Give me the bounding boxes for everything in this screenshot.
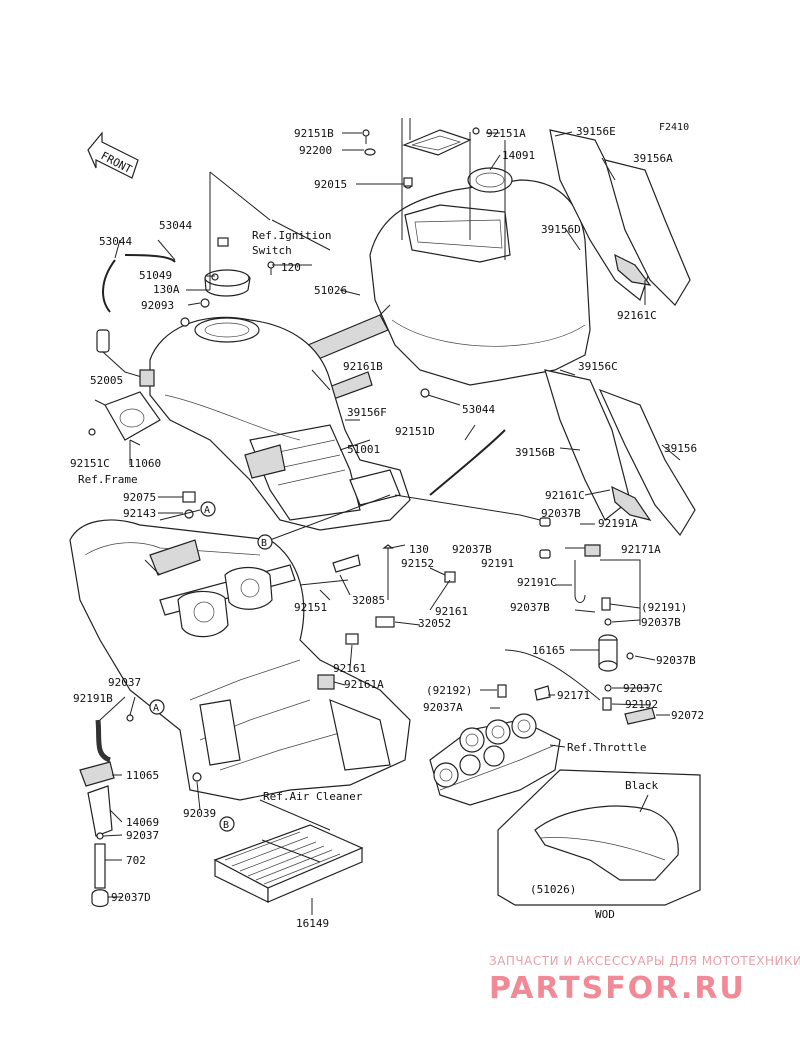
- label-92039: 92039: [183, 807, 216, 820]
- label-39156a: 39156A: [633, 152, 673, 165]
- label-51026-paren: (51026): [530, 883, 576, 896]
- label-92192-paren: (92192): [426, 684, 472, 697]
- label-92151c: 92151C: [70, 457, 110, 470]
- label-130: 130: [409, 543, 429, 556]
- label-ref-frame: Ref.Frame: [78, 473, 138, 486]
- label-53044-c: 53044: [462, 403, 495, 416]
- callout-b-1: B: [261, 538, 267, 549]
- label-92191-paren: (92191): [641, 601, 687, 614]
- label-39156d: 39156D: [541, 223, 581, 236]
- label-92191b: 92191B: [73, 692, 113, 705]
- label-92161-b: 92161: [333, 662, 366, 675]
- label-92191c: 92191C: [517, 576, 557, 589]
- label-wod: WOD: [595, 908, 615, 921]
- wod-inset: [497, 769, 701, 906]
- front-arrow-icon: FRONT: [87, 131, 139, 179]
- label-51026: 51026: [314, 284, 347, 297]
- watermark-brand: PARTSFOR.RU: [489, 971, 746, 1006]
- label-92037-b: 92037: [126, 829, 159, 842]
- label-39156: 39156: [664, 442, 697, 455]
- watermark: ЗАПЧАСТИ И АКСЕССУАРЫ ДЛЯ МОТОТЕХНИКИ PA…: [489, 954, 800, 1006]
- label-11060: 11060: [128, 457, 161, 470]
- label-ref-ignition: Ref.Ignition: [252, 229, 331, 242]
- label-92192: 92192: [625, 698, 658, 711]
- label-92151a: 92151A: [486, 127, 526, 140]
- vent-hose-parts: [79, 714, 134, 908]
- label-92151: 92151: [294, 601, 327, 614]
- label-92037b-3: 92037B: [510, 601, 550, 614]
- label-32085: 32085: [352, 594, 385, 607]
- label-53044-b: 53044: [99, 235, 132, 248]
- watermark-tagline: ЗАПЧАСТИ И АКСЕССУАРЫ ДЛЯ МОТОТЕХНИКИ: [489, 954, 800, 968]
- label-39156b: 39156B: [515, 446, 555, 459]
- label-92200: 92200: [299, 144, 332, 157]
- throttle-bodies: [429, 713, 561, 806]
- label-92037a: 92037A: [423, 701, 463, 714]
- label-92037b-5: 92037B: [656, 654, 696, 667]
- label-ref-throttle: Ref.Throttle: [567, 741, 646, 754]
- label-51001: 51001: [347, 443, 380, 456]
- label-39156f: 39156F: [347, 406, 387, 419]
- label-92171a: 92171A: [621, 543, 661, 556]
- label-92072: 92072: [671, 709, 704, 722]
- label-39156e: 39156E: [576, 125, 616, 138]
- callout-b-2: B: [223, 820, 229, 831]
- callout-a-1: A: [204, 505, 210, 516]
- label-ref-air-cleaner: Ref.Air Cleaner: [263, 790, 363, 803]
- label-92191: 92191: [481, 557, 514, 570]
- hose-53044: [102, 254, 506, 496]
- label-92161c-2: 92161C: [545, 489, 585, 502]
- label-92143: 92143: [123, 507, 156, 520]
- label-92093: 92093: [141, 299, 174, 312]
- label-92037c: 92037C: [623, 682, 663, 695]
- part-labels: F2410 92151B 92200 92151A 14091 92015 39…: [70, 122, 704, 930]
- label-16165: 16165: [532, 644, 565, 657]
- label-53044-a: 53044: [159, 219, 192, 232]
- tank-cover: [369, 118, 591, 386]
- label-92161c: 92161C: [617, 309, 657, 322]
- figure-code: F2410: [659, 122, 689, 133]
- label-92037d: 92037D: [111, 891, 151, 904]
- label-92015: 92015: [314, 178, 347, 191]
- label-ref-ignition-switch: Switch: [252, 244, 292, 257]
- fuel-tank: [149, 269, 411, 531]
- label-92161b: 92161B: [343, 360, 383, 373]
- label-11065: 11065: [126, 769, 159, 782]
- fuel-pump: [88, 329, 161, 465]
- air-cleaner: [213, 824, 364, 903]
- callout-markers: A B A B: [149, 501, 273, 832]
- label-92152: 92152: [401, 557, 434, 570]
- label-51049: 51049: [139, 269, 172, 282]
- label-92161: 92161: [435, 605, 468, 618]
- label-120: 120: [281, 261, 301, 274]
- label-52005: 52005: [90, 374, 123, 387]
- label-92161a: 92161A: [344, 678, 384, 691]
- label-39156c: 39156C: [578, 360, 618, 373]
- frame: [69, 519, 411, 801]
- label-black: Black: [625, 779, 658, 792]
- label-702: 702: [126, 854, 146, 867]
- label-92151b: 92151B: [294, 127, 334, 140]
- label-92037b-2: 92037B: [452, 543, 492, 556]
- label-32052: 32052: [418, 617, 451, 630]
- fasteners: [180, 127, 480, 782]
- label-92037: 92037: [108, 676, 141, 689]
- label-92037b-4: 92037B: [641, 616, 681, 629]
- label-92171: 92171: [557, 689, 590, 702]
- label-16149: 16149: [296, 917, 329, 930]
- label-14091: 14091: [502, 149, 535, 162]
- leader-lines: [94, 131, 681, 915]
- label-92075: 92075: [123, 491, 156, 504]
- side-panels-right: [544, 129, 696, 537]
- label-92037b-1: 92037B: [541, 507, 581, 520]
- callout-a-2: A: [153, 703, 159, 714]
- label-14069: 14069: [126, 816, 159, 829]
- label-92191a: 92191A: [598, 517, 638, 530]
- label-92151d: 92151D: [395, 425, 435, 438]
- label-130a: 130A: [153, 283, 180, 296]
